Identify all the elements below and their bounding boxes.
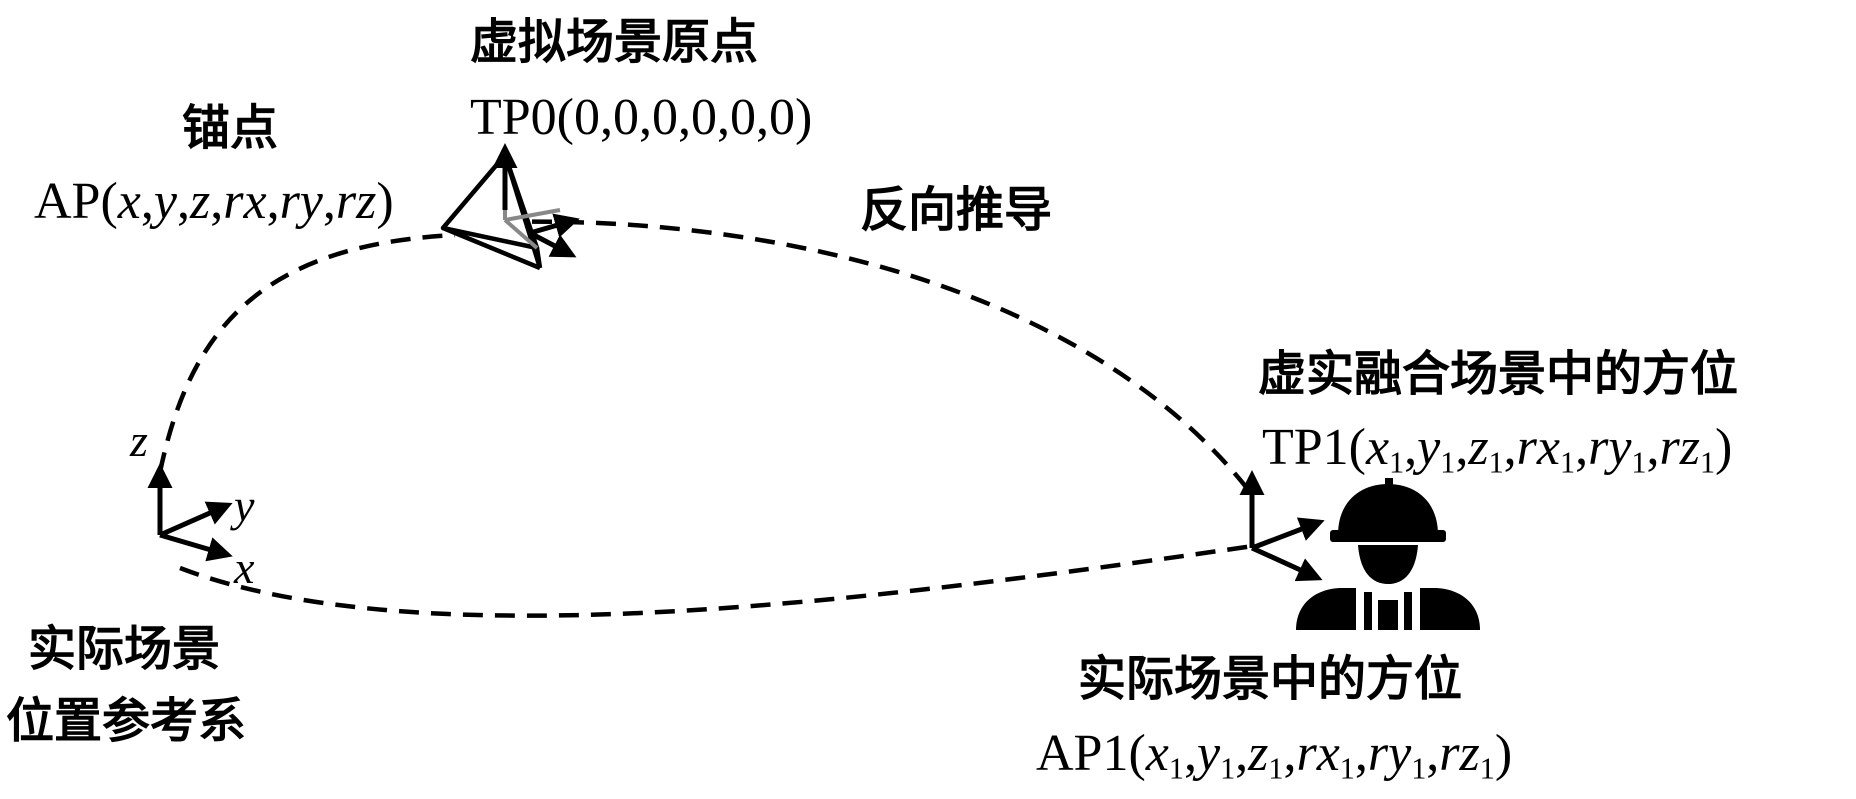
- anchor-coord-close: ): [376, 173, 394, 230]
- close-paren: ): [1715, 419, 1733, 476]
- var-rz: rz: [1659, 419, 1700, 476]
- index: 1: [1488, 445, 1504, 480]
- anchor-var-x: x: [117, 173, 141, 230]
- index: 1: [1339, 751, 1355, 786]
- axis-label-x: x: [234, 542, 255, 593]
- x-axis-arrow: [159, 532, 233, 562]
- index: 1: [1631, 445, 1647, 480]
- fusion-pose-coord: TP1(x1,y1,z1,rx1,ry1,rz1): [1262, 419, 1733, 478]
- var-x: x: [1366, 419, 1390, 476]
- anchor-title: 锚点: [182, 100, 279, 156]
- var-z: z: [1248, 725, 1269, 782]
- worker-helmet-icon: [1296, 478, 1480, 630]
- index: 1: [1479, 751, 1495, 786]
- real-frame-label-line2: 位置参考系: [6, 693, 247, 749]
- dashed-path-reverse-derivation: [499, 219, 1252, 494]
- var-ry: ry: [1588, 419, 1632, 476]
- separator: ,: [1283, 725, 1297, 782]
- real-pose-title: 实际场景中的方位: [1078, 651, 1463, 707]
- separator: ,: [1183, 725, 1197, 782]
- separator: ,: [1235, 725, 1249, 782]
- var-y: y: [1196, 725, 1221, 782]
- index: 1: [1440, 445, 1456, 480]
- separator: ,: [140, 173, 154, 230]
- axis-label-z: z: [130, 415, 148, 466]
- anchor-coord-prefix: AP(: [34, 173, 118, 230]
- var-ry: ry: [1367, 725, 1412, 782]
- fusion-pose-prefix: TP1(: [1262, 419, 1366, 476]
- separator: ,: [1404, 419, 1418, 476]
- close-paren: ): [1494, 725, 1513, 782]
- separator: ,: [1575, 419, 1589, 476]
- real-pose-prefix: AP1(: [1036, 725, 1146, 782]
- anchor-var-rz: rz: [335, 173, 377, 230]
- var-rx: rx: [1516, 419, 1560, 476]
- var-rz: rz: [1439, 725, 1480, 782]
- anchor-var-y: y: [153, 173, 177, 230]
- anchor-var-ry: ry: [279, 173, 323, 230]
- separator: ,: [1354, 725, 1368, 782]
- var-z: z: [1468, 419, 1489, 476]
- index: 1: [1168, 751, 1184, 786]
- reverse-derivation-label: 反向推导: [860, 182, 1053, 238]
- var-rx: rx: [1296, 725, 1340, 782]
- separator: ,: [1455, 419, 1469, 476]
- separator: ,: [1503, 419, 1517, 476]
- real-frame-label-line1: 实际场景: [28, 621, 221, 677]
- separator: ,: [1646, 419, 1660, 476]
- anchor-var-z: z: [189, 173, 211, 230]
- var-x: x: [1145, 725, 1169, 782]
- index: 1: [1560, 445, 1576, 480]
- virtual-origin-coord: TP0(0,0,0,0,0,0): [470, 89, 813, 146]
- worker-frame-axes: [1239, 470, 1325, 582]
- index: 1: [1411, 751, 1427, 786]
- virtual-origin-title: 虚拟场景原点: [470, 14, 759, 70]
- separator: ,: [322, 173, 336, 230]
- separator: ,: [210, 173, 224, 230]
- separator: ,: [176, 173, 190, 230]
- pyramid-marker-icon: [440, 143, 580, 271]
- separator: ,: [1426, 725, 1440, 782]
- index: 1: [1220, 751, 1236, 786]
- anchor-coord: AP(x,y,z,rx,ry,rz): [34, 176, 394, 228]
- y-axis-arrow: [158, 501, 233, 538]
- axis-label-y: y: [234, 480, 255, 531]
- fusion-pose-title: 虚实融合场景中的方位: [1258, 346, 1739, 402]
- dashed-path-frame-to-real-pose: [179, 542, 1261, 618]
- index: 1: [1389, 445, 1405, 480]
- index: 1: [1699, 445, 1716, 480]
- anchor-var-rx: rx: [223, 173, 267, 230]
- index: 1: [1268, 751, 1284, 786]
- dashed-path-frame-to-anchor: [157, 232, 456, 473]
- separator: ,: [266, 173, 280, 230]
- coordinate-frame-icon: [147, 463, 233, 562]
- var-y: y: [1417, 419, 1441, 476]
- real-pose-coord: AP1(x1,y1,z1,rx1,ry1,rz1): [1036, 725, 1513, 784]
